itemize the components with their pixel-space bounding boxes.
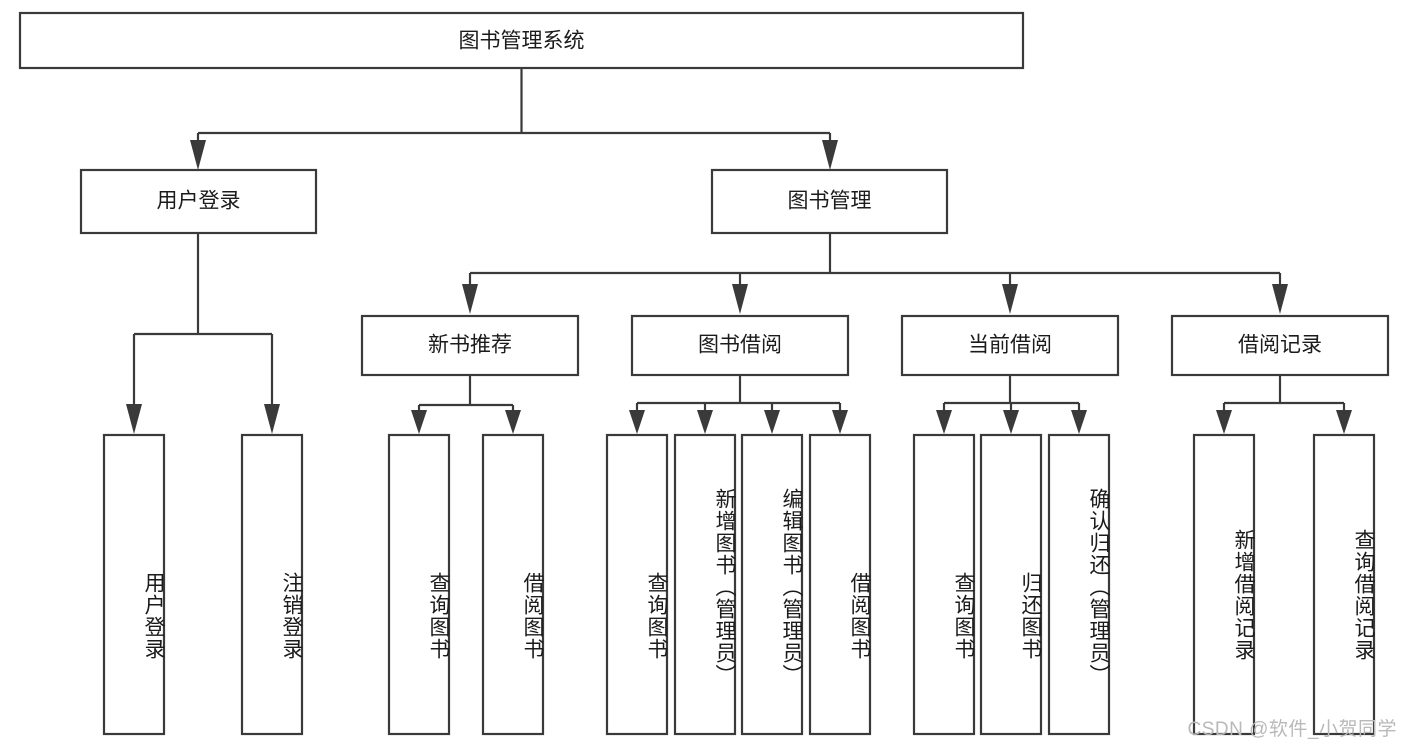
node-root-system[interactable]: 图书管理系统 bbox=[18, 11, 1025, 70]
leaf-box-new-book-0[interactable] bbox=[387, 433, 451, 736]
node-borrow-records-box bbox=[1170, 314, 1390, 377]
connector-group-book-borrow bbox=[629, 375, 848, 434]
arrow-borrow-records-leaf-0 bbox=[1216, 410, 1232, 434]
node-current-borrow-box bbox=[900, 314, 1120, 377]
node-user-login-label: 用户登录 bbox=[157, 190, 241, 213]
connector-group-borrow-records bbox=[1216, 375, 1352, 434]
arrow-root-to-book-mgmt bbox=[822, 140, 838, 170]
arrow-current-borrow-leaf-1 bbox=[1003, 410, 1019, 434]
node-new-book-recommend-label: 新书推荐 bbox=[428, 334, 512, 357]
arrow-book-borrow-leaf-2 bbox=[764, 410, 780, 434]
connector-group-book-management bbox=[462, 233, 1288, 314]
csdn-watermark: CSDN @软件_小贺同学 bbox=[1187, 719, 1397, 740]
node-new-book-recommend[interactable]: 新书推荐 bbox=[360, 314, 580, 377]
leaf-box-user-login-1[interactable] bbox=[240, 433, 304, 736]
leaf-box-new-book-1[interactable] bbox=[481, 433, 545, 736]
arrow-book-borrow-leaf-0 bbox=[629, 410, 645, 434]
arrow-book-mgmt-to-book-borrow bbox=[732, 284, 748, 314]
leaf-box-book-borrow-2[interactable] bbox=[740, 433, 804, 736]
arrow-new-book-leaf-0 bbox=[411, 410, 427, 434]
arrow-user-login-leaf-0 bbox=[126, 404, 142, 434]
leaf-box-current-borrow-1[interactable] bbox=[979, 433, 1043, 736]
arrow-current-borrow-leaf-2 bbox=[1071, 410, 1087, 434]
arrow-root-to-user-login bbox=[190, 140, 206, 170]
node-user-login-box bbox=[79, 168, 318, 235]
leaf-box-book-borrow-0[interactable] bbox=[605, 433, 669, 736]
node-root-system-label: 图书管理系统 bbox=[459, 30, 585, 53]
node-book-management-box bbox=[710, 168, 949, 235]
connector-group-user-login bbox=[126, 233, 280, 434]
node-current-borrow-label: 当前借阅 bbox=[968, 334, 1052, 357]
node-current-borrow[interactable]: 当前借阅 bbox=[900, 314, 1120, 377]
node-book-management-label: 图书管理 bbox=[788, 190, 872, 213]
leaf-box-current-borrow-0[interactable] bbox=[912, 433, 976, 736]
node-new-book-recommend-box bbox=[360, 314, 580, 377]
node-user-login[interactable]: 用户登录 bbox=[79, 168, 318, 235]
node-book-borrow[interactable]: 图书借阅 bbox=[630, 314, 850, 377]
node-root-system-box bbox=[18, 11, 1025, 70]
arrow-book-mgmt-to-borrow-records bbox=[1272, 284, 1288, 314]
node-borrow-records[interactable]: 借阅记录 bbox=[1170, 314, 1390, 377]
arrow-current-borrow-leaf-0 bbox=[936, 410, 952, 434]
arrow-new-book-leaf-1 bbox=[505, 410, 521, 434]
connector-group-current-borrow bbox=[936, 375, 1087, 434]
leaf-box-book-borrow-1[interactable] bbox=[673, 433, 737, 736]
leaf-box-user-login-0[interactable] bbox=[102, 433, 166, 736]
leaf-box-current-borrow-2[interactable] bbox=[1047, 433, 1111, 736]
arrow-book-mgmt-to-new-book bbox=[462, 284, 478, 314]
arrow-book-mgmt-to-current-borrow bbox=[1002, 284, 1018, 314]
connector-group-new-book-recommend bbox=[411, 375, 521, 434]
node-book-borrow-label: 图书借阅 bbox=[698, 334, 782, 357]
arrow-book-borrow-leaf-1 bbox=[697, 410, 713, 434]
node-book-management[interactable]: 图书管理 bbox=[710, 168, 949, 235]
leaf-box-borrow-records-1[interactable] bbox=[1312, 433, 1376, 736]
connector-group-root bbox=[190, 68, 838, 170]
arrow-book-borrow-leaf-3 bbox=[832, 410, 848, 434]
arrow-borrow-records-leaf-1 bbox=[1336, 410, 1352, 434]
arrow-user-login-leaf-1 bbox=[264, 404, 280, 434]
node-book-borrow-box bbox=[630, 314, 850, 377]
leaf-box-borrow-records-0[interactable] bbox=[1192, 433, 1256, 736]
leaf-box-book-borrow-3[interactable] bbox=[808, 433, 872, 736]
node-borrow-records-label: 借阅记录 bbox=[1238, 334, 1322, 357]
